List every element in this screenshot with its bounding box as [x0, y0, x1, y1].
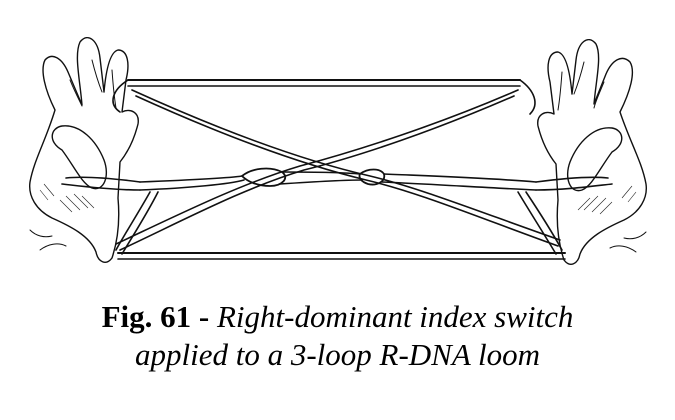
- caption-line-2: applied to a 3-loop R-DNA loom: [135, 337, 540, 372]
- left-hand: [29, 37, 139, 263]
- figure-label: Fig. 61 -: [101, 299, 210, 334]
- caption-line-1: Fig. 61 - Right-dominant index switch: [0, 298, 675, 336]
- right-hand: [537, 39, 647, 265]
- string-loops: [61, 79, 613, 260]
- string-figure-illustration: [29, 37, 647, 265]
- caption-title: Right-dominant index switch: [216, 299, 574, 334]
- figure-caption: Fig. 61 - Right-dominant index switch ap…: [0, 298, 675, 374]
